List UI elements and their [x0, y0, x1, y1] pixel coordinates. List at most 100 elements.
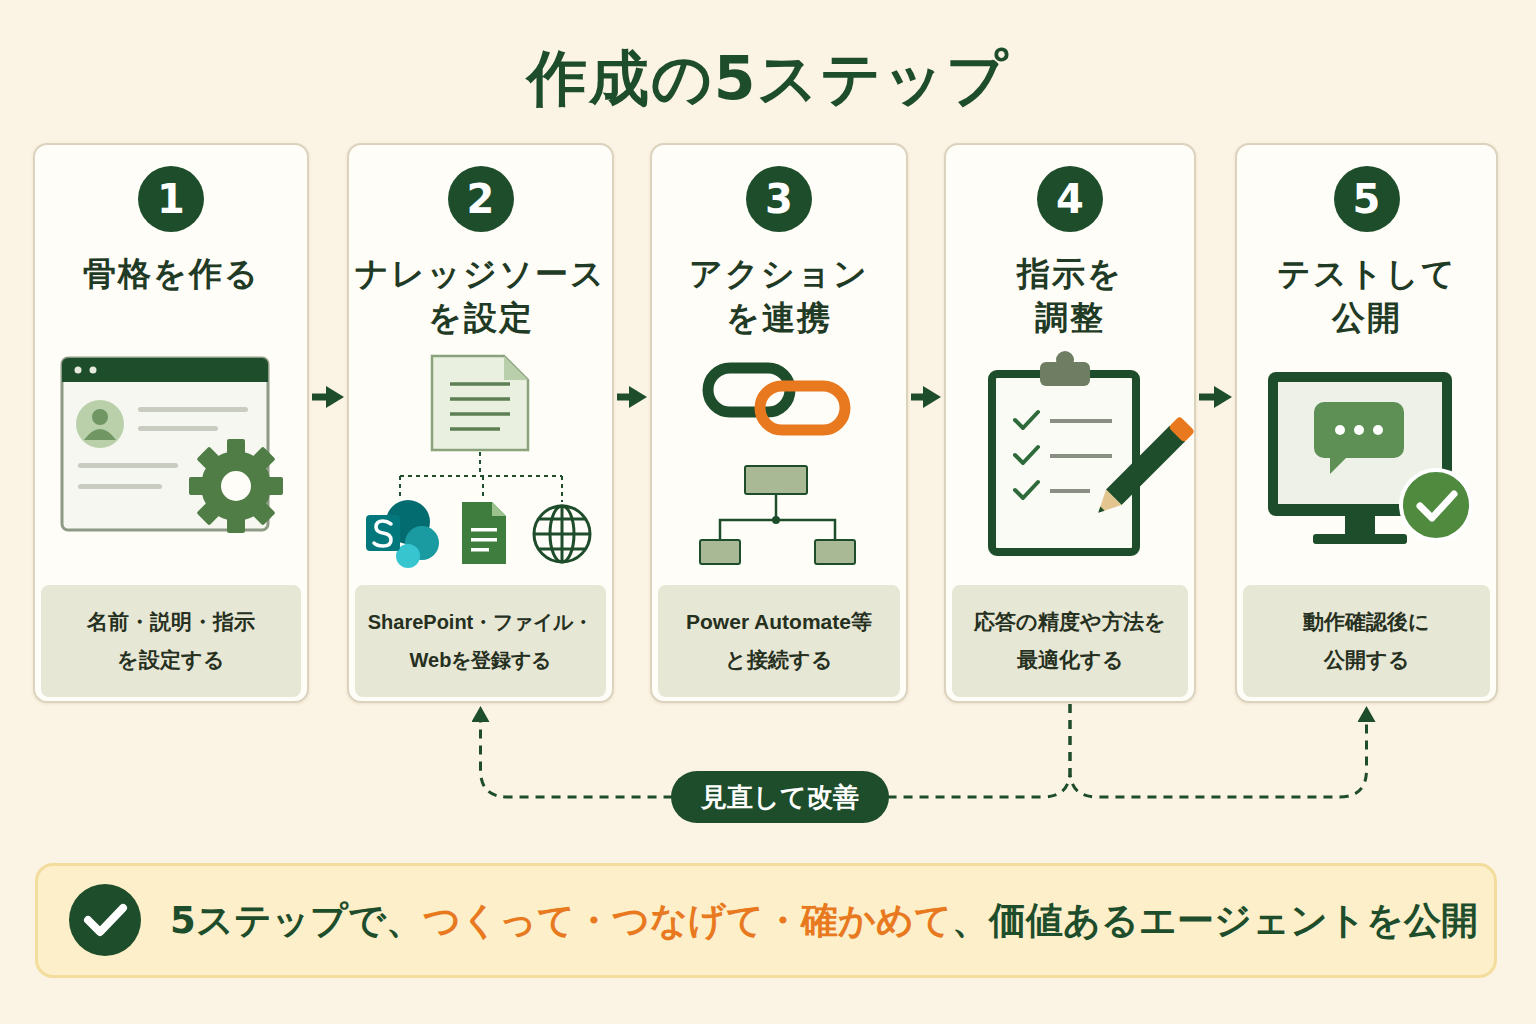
pencil-icon [1090, 416, 1195, 521]
summary-check-mark [88, 908, 123, 932]
step-number: 5 [1353, 179, 1381, 219]
text-line [78, 463, 178, 468]
flow-arrow [617, 394, 637, 401]
file-line [471, 528, 497, 532]
step-number: 3 [765, 179, 793, 219]
clipboard-clip [1056, 351, 1074, 369]
pencil-point [1096, 506, 1104, 514]
summary-text: つくって・つなげて・確かめて [423, 896, 952, 946]
pencil-tip [1090, 489, 1121, 520]
check-mark [1015, 447, 1038, 463]
summary-text: 5ステップで、 [170, 896, 423, 946]
step-description: 名前・説明・指示 を設定する [44, 603, 298, 679]
window-dot [75, 367, 82, 374]
file-line [471, 538, 497, 542]
document-sheet [432, 356, 528, 450]
step-number-circle: 5 [1334, 166, 1400, 232]
step-description-box: 動作確認後に 公開する [1243, 585, 1490, 697]
globe-parallel [539, 519, 585, 549]
flow-box [700, 540, 740, 564]
monitor-screen [1278, 382, 1442, 504]
avatar-body [84, 429, 116, 440]
step-heading: アクション を連携 [684, 252, 874, 340]
pencil-cap [1168, 416, 1195, 443]
step-description: 応答の精度や方法を 最適化する [955, 603, 1185, 679]
avatar-head [92, 409, 108, 425]
profile-window-icon [62, 358, 283, 533]
gear-tooth [263, 477, 283, 495]
window-bar [62, 358, 268, 382]
chat-bubble [1314, 402, 1404, 458]
sharepoint-mark [374, 521, 391, 546]
document-line [450, 397, 510, 401]
sharepoint-circle [386, 500, 430, 544]
summary-check-icon [69, 884, 141, 956]
gear-tooth [227, 439, 245, 459]
sharepoint-tile [366, 515, 400, 551]
summary-text-row: 5ステップで、つくって・つなげて・確かめて、価値あるエージェントを公開 [170, 866, 1478, 975]
chat-dot [1373, 425, 1383, 435]
flow-arrow [911, 394, 931, 401]
clipboard-icon [992, 351, 1195, 552]
branch-dashes [400, 452, 562, 502]
gear-hole [221, 471, 251, 501]
feedback-connector [1070, 704, 1367, 797]
step-card: 指示を 調整4応答の精度や方法を 最適化する [944, 143, 1196, 703]
summary-band: 5ステップで、つくって・つなげて・確かめて、価値あるエージェントを公開 [35, 863, 1497, 978]
document-line [450, 427, 500, 431]
list-line [1050, 419, 1112, 423]
avatar-circle [76, 400, 124, 448]
monitor-frame [1268, 372, 1452, 516]
gear-tooth [189, 477, 209, 495]
chain-link-orange [760, 386, 845, 430]
step-heading: ナレッジソース を設定 [352, 252, 610, 340]
file-line [471, 548, 489, 552]
globe-meridian [550, 506, 574, 562]
monitor-stand [1345, 516, 1375, 534]
feedback-label: 見直して改善 [671, 771, 889, 823]
flow-dot [772, 516, 780, 524]
summary-check-circle [69, 884, 141, 956]
flow-line [720, 494, 835, 540]
monitor-icon [1268, 372, 1471, 544]
gear-tooth [249, 499, 276, 526]
gear-icon [189, 439, 283, 533]
globe-icon [534, 506, 590, 562]
sharepoint-circle [396, 544, 420, 568]
list-line [1050, 454, 1112, 458]
step-number-circle: 2 [448, 166, 514, 232]
success-badge [1401, 470, 1471, 540]
gear-body [201, 451, 271, 521]
file-fold [492, 502, 506, 516]
step-number: 1 [157, 179, 185, 219]
step-description-box: 応答の精度や方法を 最適化する [952, 585, 1188, 697]
step-description: 動作確認後に 公開する [1292, 603, 1442, 679]
step-description-box: SharePoint・ファイル・ Webを登録する [355, 585, 606, 697]
window-frame [62, 358, 268, 530]
file-icon [462, 502, 506, 564]
diagram-title: 作成の5ステップ [0, 36, 1536, 120]
step-description: SharePoint・ファイル・ Webを登録する [358, 603, 603, 679]
step-number: 2 [467, 179, 495, 219]
flow-arrow [1199, 394, 1222, 401]
flow-box [745, 466, 807, 494]
monitor-base [1313, 534, 1407, 544]
text-line [138, 426, 218, 431]
step-card: 骨格を作る 1 名前・説明・指示 を設定する [33, 143, 309, 703]
step-description: Power Automate等 と接続する [661, 603, 897, 679]
globe-axis [561, 506, 564, 562]
summary-text: 、価値あるエージェントを公開 [952, 896, 1478, 946]
check-mark [1015, 482, 1038, 498]
gear-tooth [249, 446, 276, 473]
gear-tooth [196, 499, 223, 526]
chat-dot [1335, 425, 1345, 435]
step-card: ナレッジソース を設定 2SharePoint・ファイル・ Webを登録する [347, 143, 614, 703]
step-number: 4 [1056, 179, 1084, 219]
step-description-box: Power Automate等 と接続する [658, 585, 900, 697]
list-line [1050, 489, 1090, 493]
document-fold [504, 356, 528, 380]
flow-arrow [312, 394, 334, 401]
step-heading: 骨格を作る [51, 252, 291, 296]
